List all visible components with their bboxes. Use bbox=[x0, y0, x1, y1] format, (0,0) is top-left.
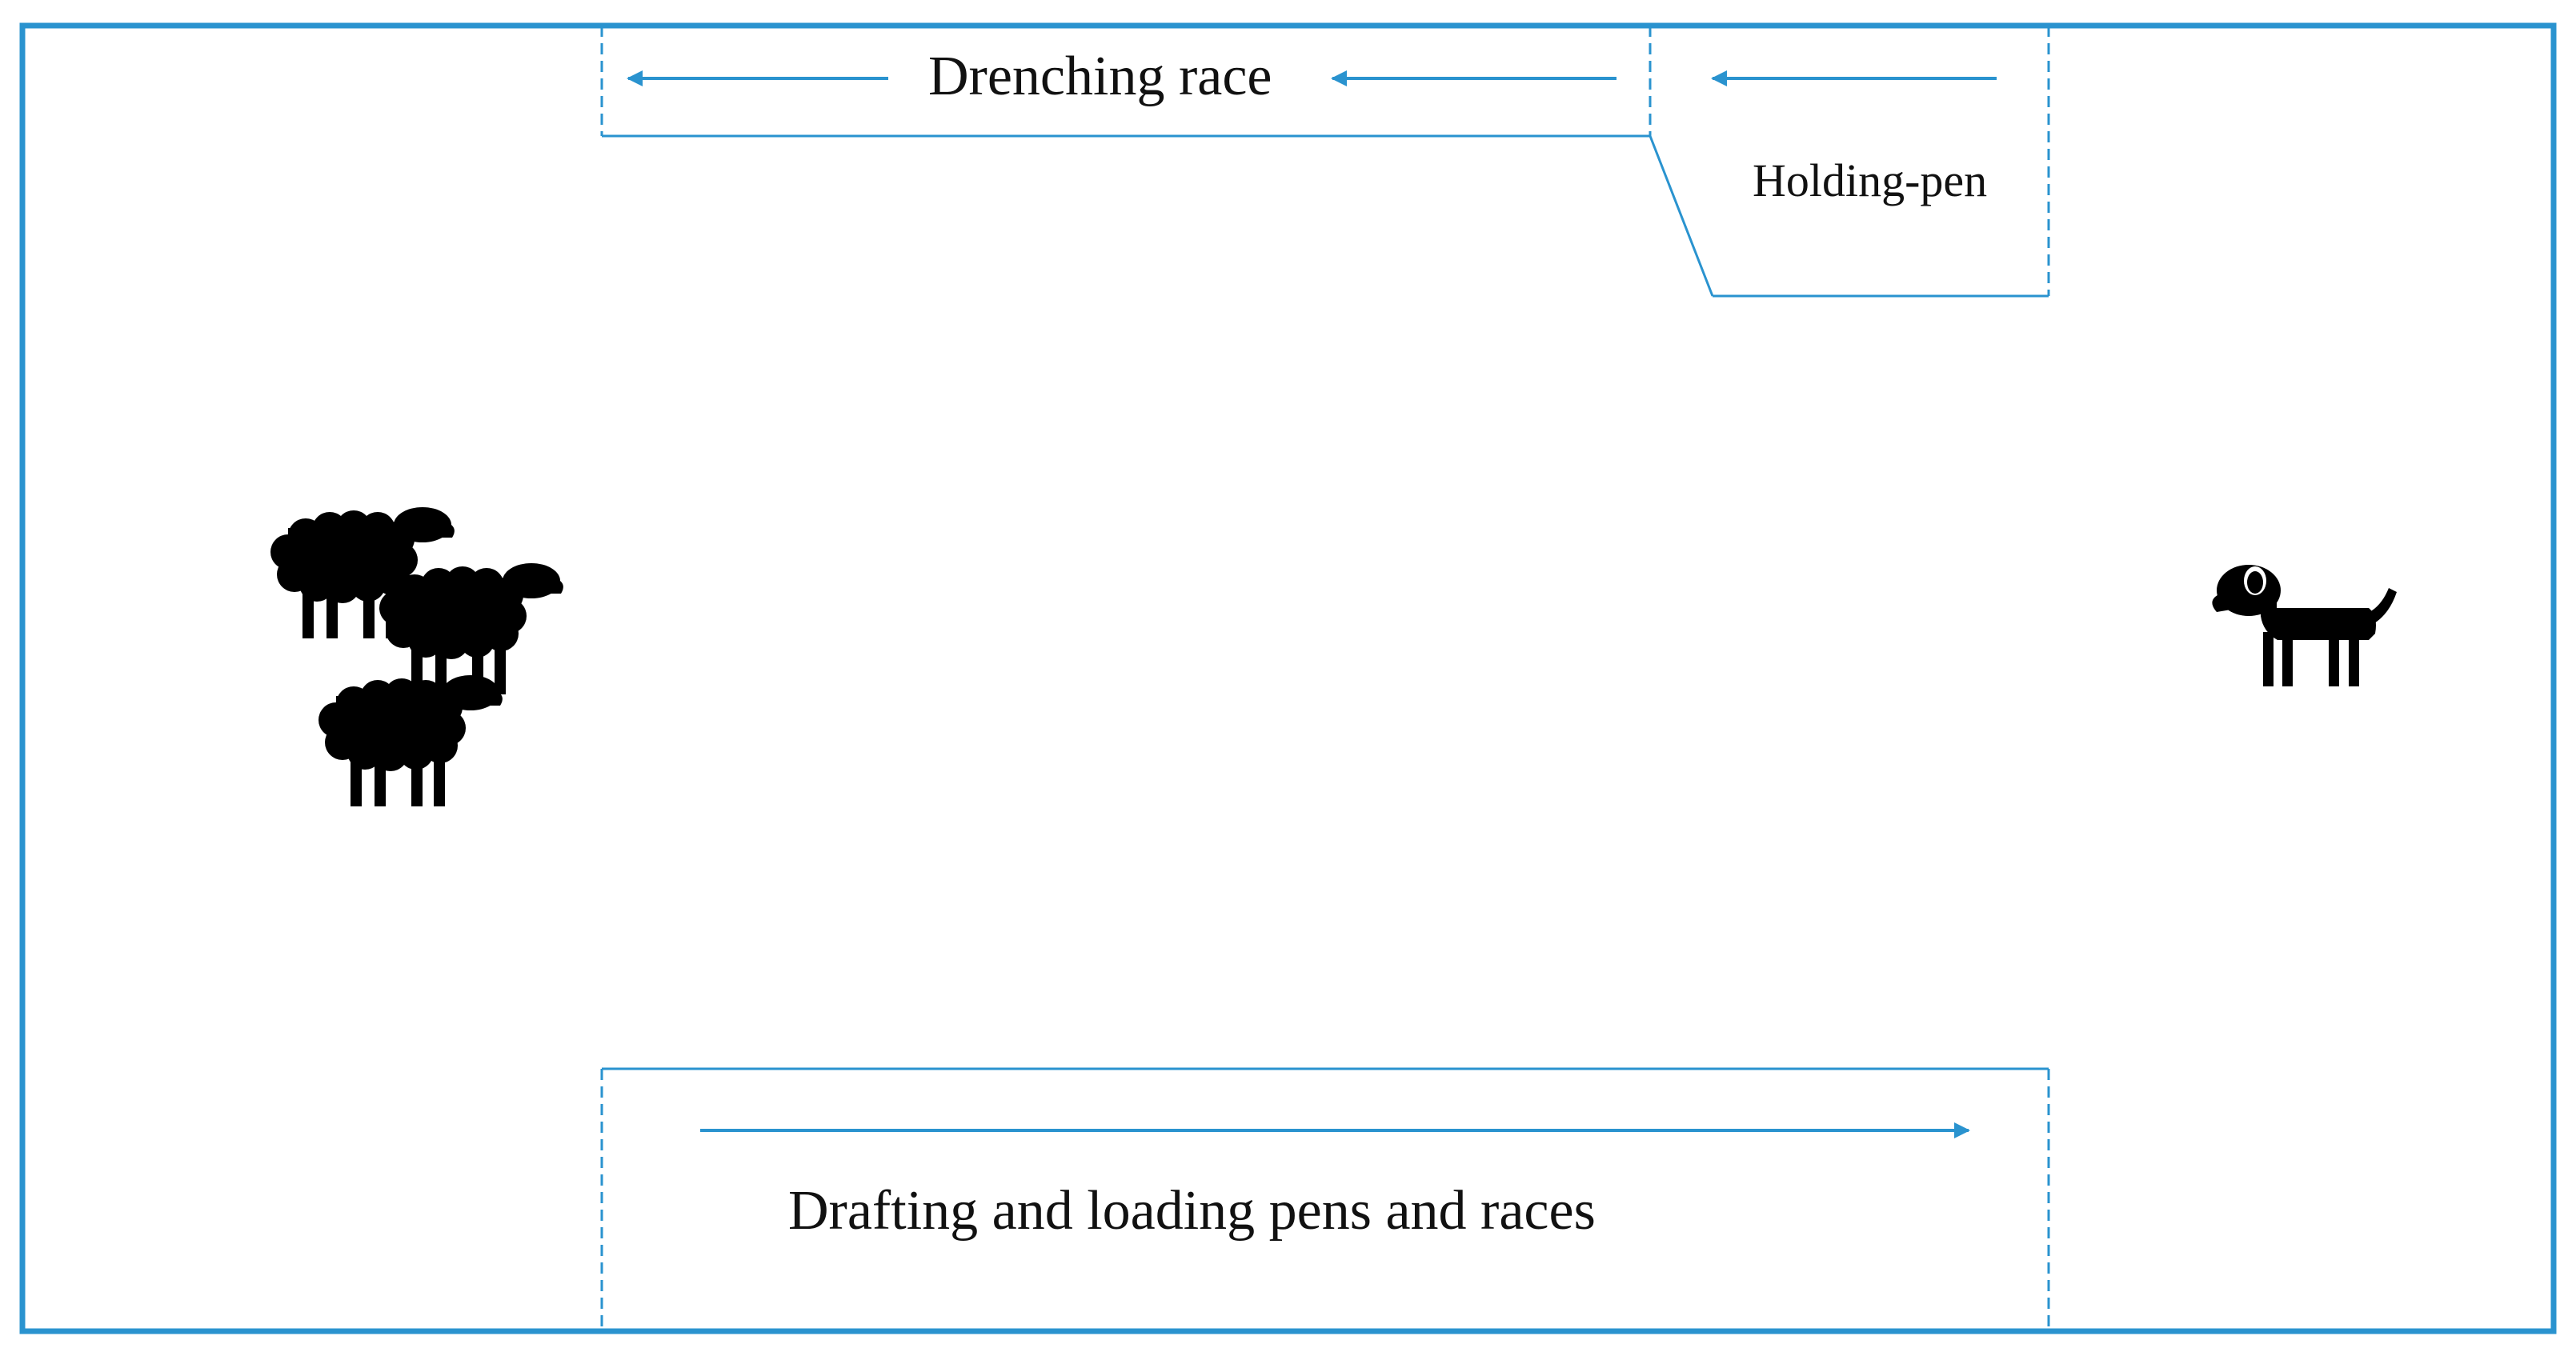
holding-pen: Holding-pen bbox=[1649, 26, 2050, 298]
drenching-race: Drenching race bbox=[600, 26, 1652, 138]
drafting-loading-pens: Drafting and loading pens and races bbox=[600, 1067, 2050, 1331]
sheep-icon bbox=[318, 675, 503, 806]
yard-boundary bbox=[19, 22, 2557, 1334]
holding-pen-label: Holding-pen bbox=[1753, 154, 1987, 206]
sheep-icon bbox=[379, 563, 563, 694]
sheep-flock bbox=[270, 507, 563, 806]
drafting-pens-label: Drafting and loading pens and races bbox=[788, 1180, 1596, 1242]
drenching-race-label: Drenching race bbox=[928, 46, 1272, 107]
dog-icon bbox=[2212, 565, 2397, 686]
